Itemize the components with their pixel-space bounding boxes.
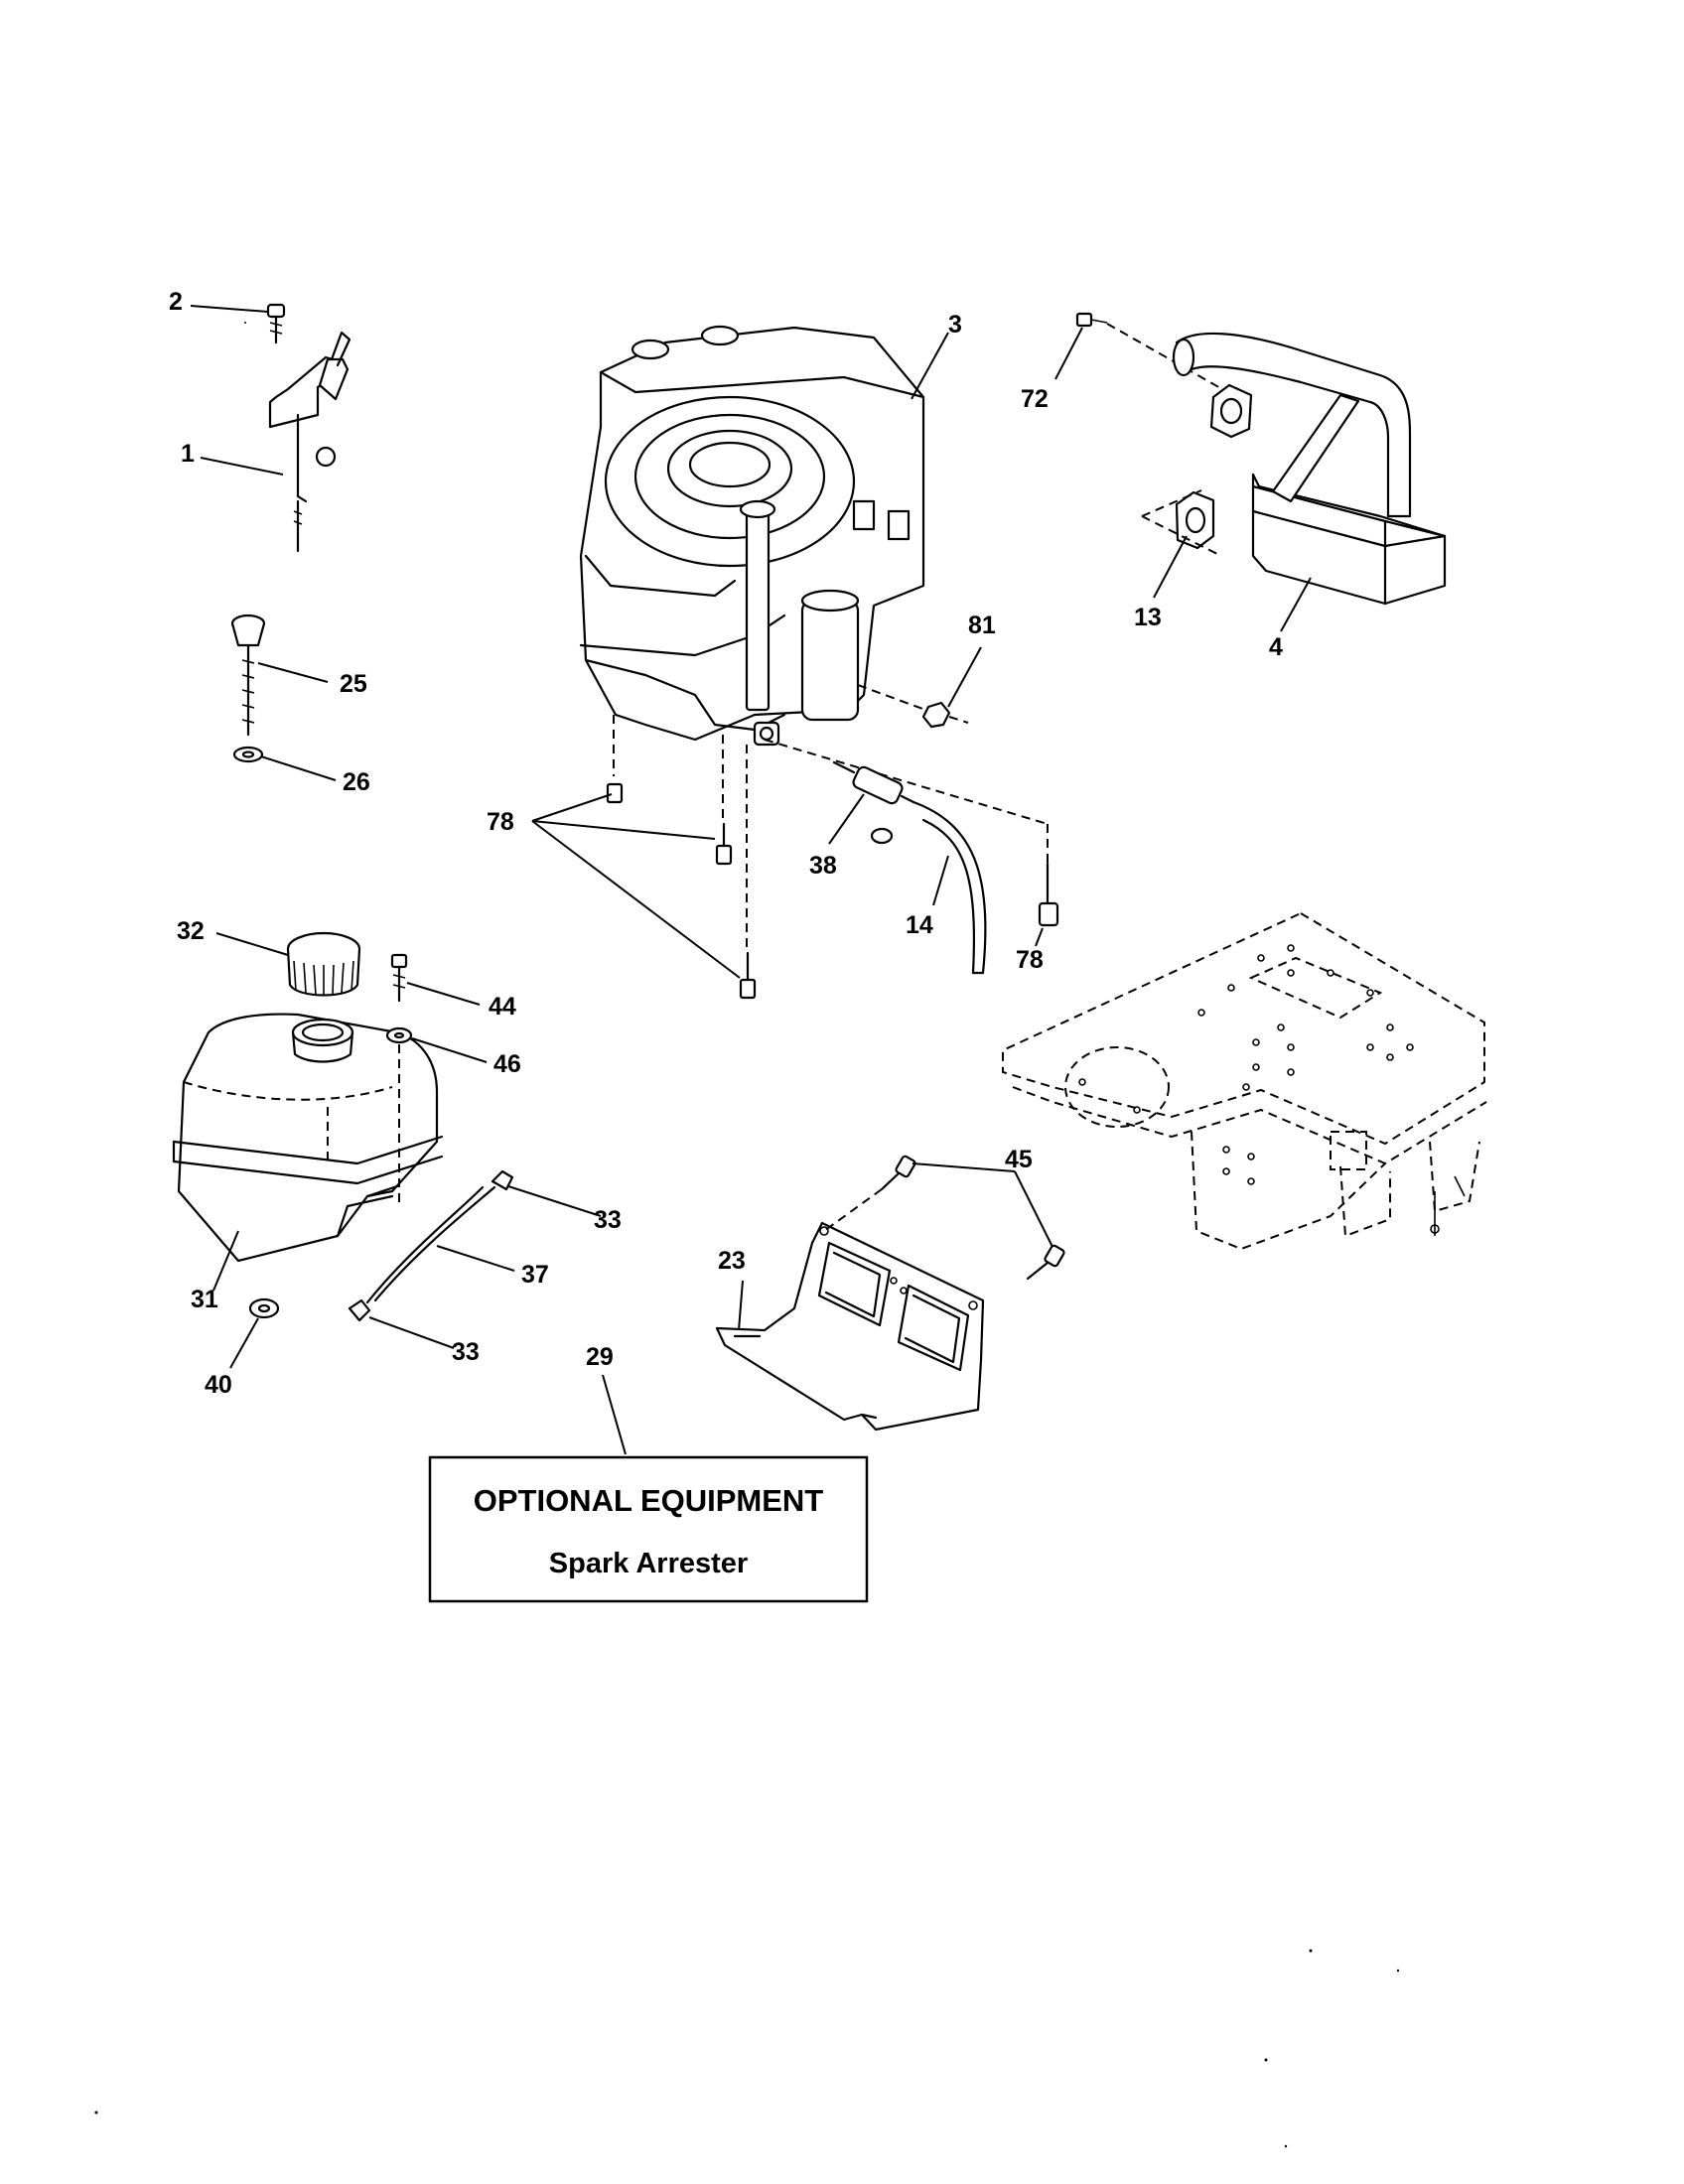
callout-29: 29 bbox=[586, 1343, 614, 1371]
throttle-control-part bbox=[266, 303, 351, 553]
callout-3: 3 bbox=[948, 311, 962, 339]
scan-specks bbox=[94, 322, 1400, 2148]
fuel-tank-part bbox=[172, 931, 444, 1263]
callout-4: 4 bbox=[1269, 633, 1283, 661]
callout-25: 25 bbox=[340, 670, 367, 698]
callout-33-bottom: 33 bbox=[452, 1338, 480, 1366]
callout-31: 31 bbox=[191, 1286, 218, 1313]
callout-23: 23 bbox=[718, 1247, 746, 1275]
optional-equipment-box: OPTIONAL EQUIPMENT Spark Arrester bbox=[428, 1455, 869, 1603]
fuel-line-part bbox=[248, 1169, 514, 1322]
callout-78-left: 78 bbox=[487, 808, 514, 836]
callout-26: 26 bbox=[343, 768, 370, 796]
callout-1: 1 bbox=[181, 440, 195, 468]
callout-78-right: 78 bbox=[1016, 946, 1044, 974]
heat-shield-part bbox=[715, 1155, 1065, 1432]
callout-40: 40 bbox=[205, 1371, 232, 1399]
plate-holes bbox=[1078, 944, 1414, 1185]
callout-2: 2 bbox=[169, 288, 183, 316]
optional-equipment-subtitle: Spark Arrester bbox=[549, 1548, 748, 1579]
callout-labels: 2 1 25 26 3 72 13 4 81 78 38 14 78 32 44… bbox=[169, 288, 1283, 1399]
tank-bolt-part bbox=[385, 953, 413, 1206]
muffler-part bbox=[1075, 312, 1447, 606]
callout-72: 72 bbox=[1021, 385, 1049, 413]
callout-32: 32 bbox=[177, 917, 205, 945]
callout-45: 45 bbox=[1005, 1146, 1033, 1173]
choke-knob-part bbox=[230, 614, 266, 763]
nut-part bbox=[857, 684, 969, 729]
callout-13: 13 bbox=[1134, 604, 1162, 631]
engine-mount-plate bbox=[1002, 911, 1487, 1251]
optional-equipment-title: OPTIONAL EQUIPMENT bbox=[474, 1483, 824, 1518]
callout-38: 38 bbox=[809, 852, 837, 880]
engine-bolts bbox=[606, 715, 1059, 1000]
leader-lines bbox=[190, 305, 1312, 1455]
callout-33-top: 33 bbox=[594, 1206, 622, 1234]
callout-81: 81 bbox=[968, 612, 996, 639]
callout-44: 44 bbox=[489, 993, 516, 1021]
engine-part bbox=[579, 325, 925, 747]
callout-14: 14 bbox=[906, 911, 933, 939]
callout-46: 46 bbox=[493, 1050, 521, 1078]
fuel-filter-part bbox=[832, 760, 987, 975]
callout-37: 37 bbox=[521, 1261, 549, 1289]
